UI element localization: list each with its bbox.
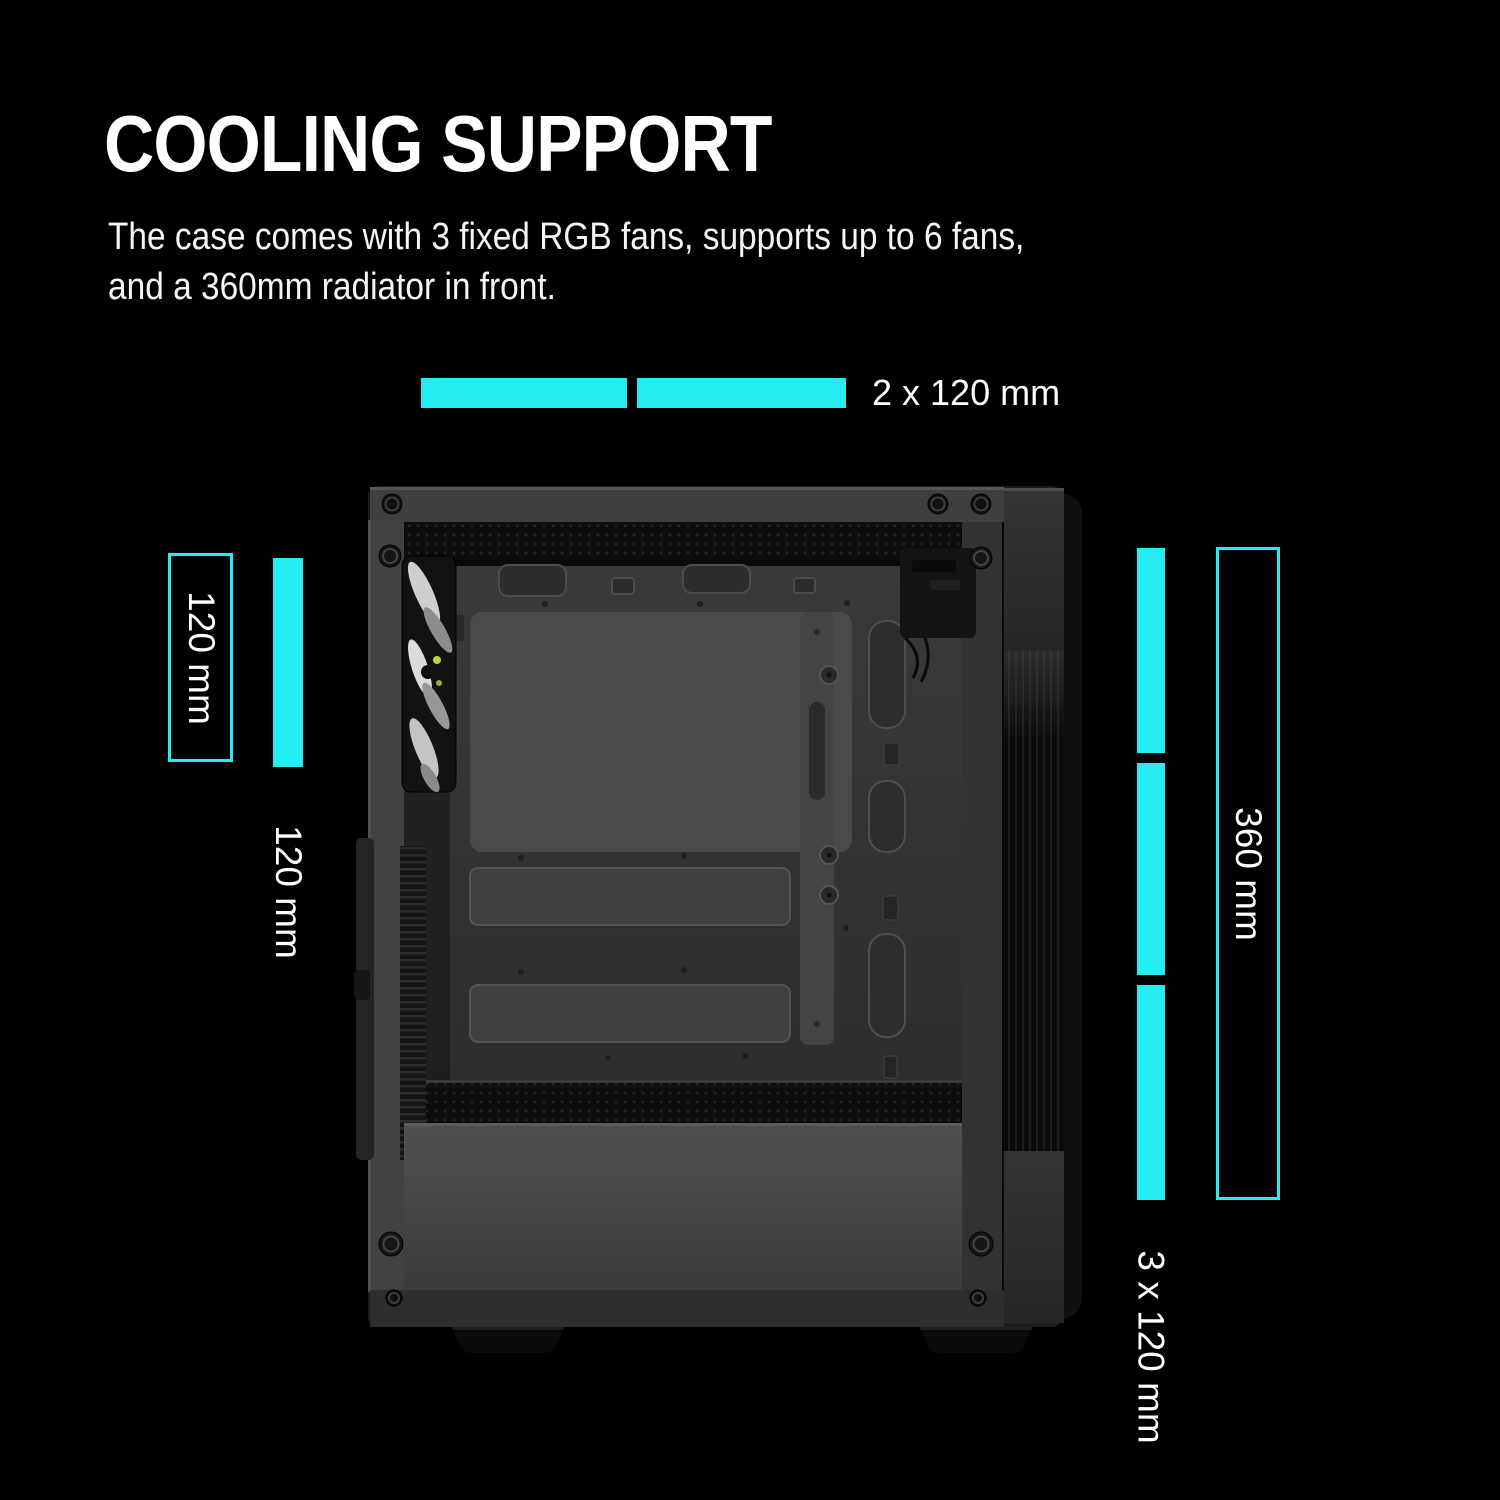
case-top-highlight [370,487,1004,490]
front-io-wiring [900,548,976,683]
front-fan-bar-1 [1137,548,1165,753]
case-bottom-frame [370,1290,1004,1327]
case-interior [404,522,976,1123]
rear-fan [401,555,457,793]
top-fan-bar-2 [637,378,846,408]
ringed-standoffs [819,665,839,905]
rear-fan-bar [273,558,303,767]
case-feet [452,1327,1032,1353]
top-cable-cutouts [498,564,816,597]
rear-fan-bar-label: 120 mm [268,825,309,959]
expansion-slot-covers [400,846,426,1160]
front-fans-label: 3 x 120 mm [1131,1250,1173,1444]
rear-fan-bar-label-wrap: 120 mm [238,822,338,962]
description-line-1: The case comes with 3 fixed RGB fans, su… [108,216,1025,258]
description-line-2: and a 360mm radiator in front. [108,266,556,308]
front-fan-bar-3 [1137,985,1165,1200]
case-screws [378,493,994,1307]
cable-channel [800,612,834,1045]
rear-side-tab [354,838,374,1160]
case-top-frame [370,487,1004,522]
bracket-holes [882,742,900,1079]
case-front-panel [1002,488,1064,1323]
rear-fan-outline-label: 120 mm [180,590,222,725]
psu-shroud [404,1123,962,1290]
top-fans-label: 2 x 120 mm [872,372,1061,413]
fan-accent-dot [436,680,442,686]
motherboard-tray-plate [470,612,852,852]
front-fans-label-wrap: 3 x 120 mm [1101,1242,1201,1452]
front-radiator-label: 360 mm [1228,806,1269,941]
page-title: COOLING SUPPORT [104,99,772,188]
standoff-holes [518,600,933,1061]
case-inner-front-column [962,522,1002,1290]
fan-accent-dot [433,656,441,664]
cable-grommet-cutouts [868,620,906,1038]
front-fan-bar-2 [1137,763,1165,975]
top-vent-mesh [404,522,962,564]
description: The case comes with 3 fixed RGB fans, su… [108,212,1024,312]
bottom-vent-mesh [404,1083,962,1123]
top-fan-bar-1 [421,378,627,408]
rear-fan-outline-box: 120 mm [168,553,233,762]
front-radiator-outline-box: 360 mm [1216,547,1280,1200]
